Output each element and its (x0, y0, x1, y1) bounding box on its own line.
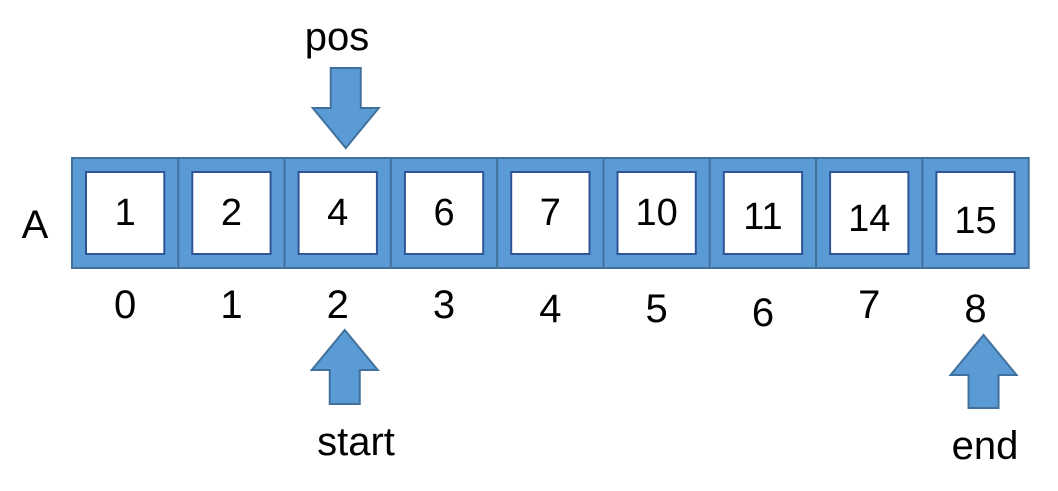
array-name-label: A (21, 203, 49, 247)
array-value: 4 (327, 192, 349, 234)
pos-arrow-icon (310, 67, 381, 150)
array-index: 3 (432, 283, 456, 327)
array-value: 2 (220, 192, 243, 234)
array-cell-inner (85, 171, 166, 255)
start-arrow-icon (309, 328, 380, 405)
array-cell-inner (297, 171, 378, 255)
array-index: 0 (114, 283, 137, 327)
array-cell-inner (829, 171, 910, 255)
array-index: 6 (751, 291, 775, 335)
end-pointer-label: end (951, 424, 1019, 468)
array-value: 7 (539, 192, 561, 234)
array-value: 14 (848, 198, 891, 240)
array-value: 15 (954, 200, 997, 242)
array-cells (71, 157, 1030, 269)
array-index: 1 (220, 283, 243, 327)
start-pointer-label: start (317, 420, 395, 464)
array-index: 2 (326, 283, 349, 327)
array-cell-inner (935, 171, 1016, 255)
pos-pointer-label: pos (304, 15, 370, 59)
array-cell-inner (722, 171, 804, 255)
pointer-arrows (309, 67, 1019, 409)
array-index: 7 (858, 283, 881, 327)
end-arrow-icon (948, 333, 1019, 409)
array-index: 4 (539, 287, 562, 331)
array-value: 11 (743, 196, 783, 238)
array-index: 5 (645, 287, 668, 331)
array-value: 6 (433, 192, 455, 234)
array-cell-inner (616, 171, 697, 255)
array-value: 10 (635, 192, 678, 234)
array-index: 8 (964, 287, 987, 331)
array-cell-inner (510, 171, 591, 255)
array-value: 1 (114, 192, 136, 234)
array-cell-inner (191, 171, 272, 255)
array-cell-inner (403, 171, 485, 255)
